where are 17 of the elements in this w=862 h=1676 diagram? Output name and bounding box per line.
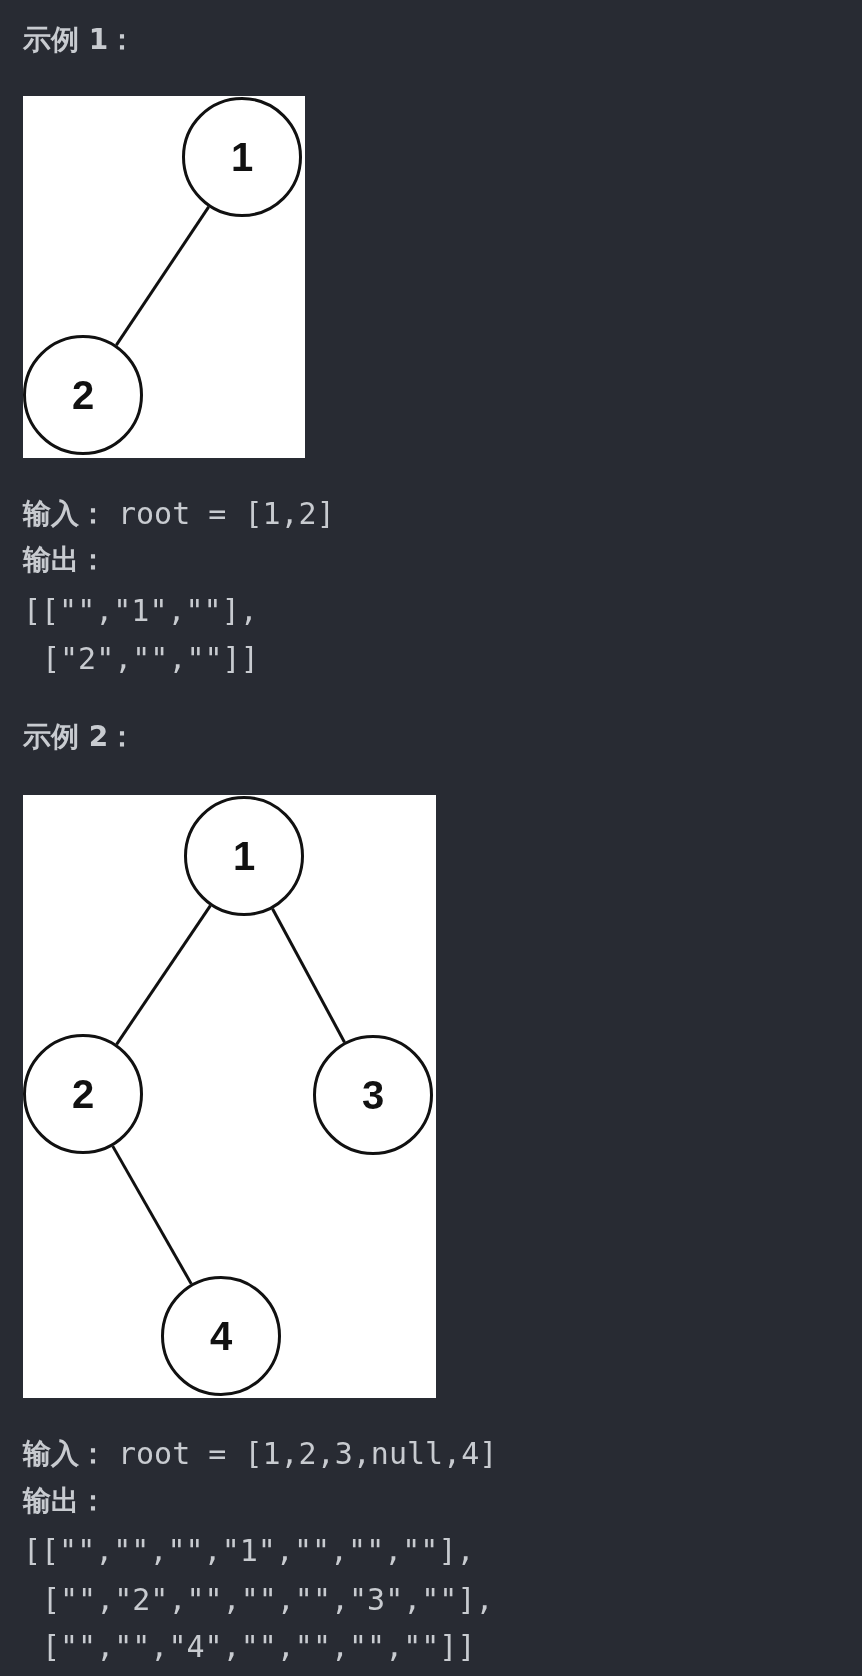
output-code: ["","2","","","","3",""],	[42, 1585, 494, 1615]
example-heading: 示例 1：	[23, 26, 137, 54]
tree-edge	[111, 1145, 193, 1285]
tree-edge	[271, 908, 346, 1043]
output-label: 输出：	[23, 546, 107, 574]
tree-edge	[115, 904, 212, 1046]
output-code: ["","","4","","","",""]]	[42, 1632, 476, 1662]
example-heading: 示例 2：	[23, 723, 137, 751]
input-code: root = [1,2]	[118, 499, 335, 529]
output-code: [["","","","1","","",""],	[23, 1536, 475, 1566]
input-code: root = [1,2,3,null,4]	[118, 1439, 498, 1469]
output-code: [["","1",""],	[23, 596, 258, 626]
input-label: 输入：	[23, 1440, 107, 1468]
tree-edge	[115, 206, 210, 346]
output-code: ["2","",""]]	[42, 644, 259, 674]
output-label: 输出：	[23, 1487, 107, 1515]
input-label: 输入：	[23, 500, 107, 528]
